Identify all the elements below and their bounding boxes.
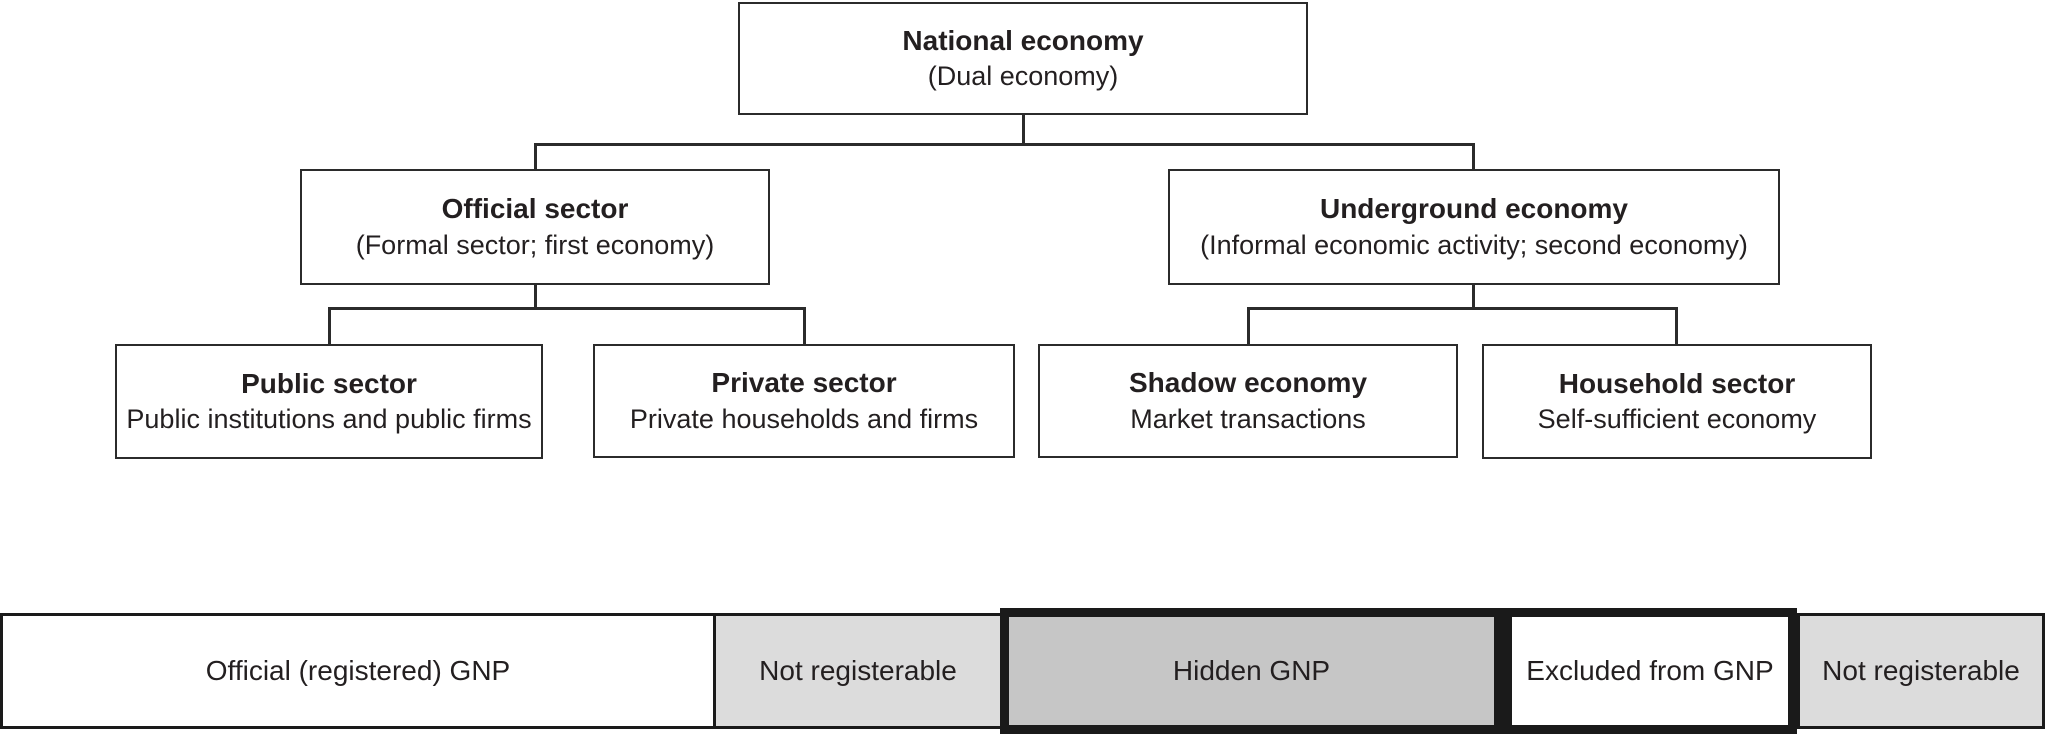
connector-drop-shadow [1247,307,1250,345]
node-public-sector: Public sector Public institutions and pu… [115,344,543,459]
connector-drop-household [1675,307,1678,345]
node-subtitle: (Informal economic activity; second econ… [1200,229,1748,260]
node-title: Underground economy [1319,193,1628,225]
gnp-segment-not-registerable-right: Not registerable [1797,613,2045,729]
connector-root-stub [1022,115,1025,145]
node-title: Household sector [1558,367,1796,399]
gnp-segment-official-registered: Official (registered) GNP [0,613,716,729]
gnp-segment-excluded: Excluded from GNP [1503,608,1797,734]
connector-drop-private [803,307,806,345]
gnp-segment-label: Not registerable [759,655,957,686]
node-official-sector: Official sector (Formal sector; first ec… [300,169,770,285]
gnp-segment-not-registerable-left: Not registerable [713,613,1003,729]
node-household-sector: Household sector Self-sufficient economy [1482,344,1872,459]
connector-level1-drop-official [534,143,537,170]
node-national-economy: National economy (Dual economy) [738,2,1308,115]
gnp-segment-label: Official (registered) GNP [205,655,511,686]
node-subtitle: Private households and firms [629,403,979,434]
node-title: National economy [902,24,1144,56]
node-title: Shadow economy [1128,367,1368,399]
connector-level2-left-horizontal [328,307,806,310]
connector-level1-horizontal [534,143,1475,146]
node-subtitle: Public institutions and public firms [126,404,532,435]
connector-level1-drop-underground [1472,143,1475,170]
node-subtitle: (Formal sector; first economy) [355,229,715,260]
gnp-segment-label: Not registerable [1822,655,2020,686]
node-subtitle: Market transactions [1130,403,1366,434]
node-subtitle: (Dual economy) [927,61,1119,92]
connector-underground-stub [1472,284,1475,309]
gnp-segment-hidden: Hidden GNP [1000,608,1503,734]
connector-official-stub [534,284,537,309]
gnp-classification-bar: Official (registered) GNP Not registerab… [0,608,2045,734]
connector-drop-public [328,307,331,345]
gnp-segment-label: Hidden GNP [1172,655,1331,686]
node-title: Official sector [441,193,629,225]
node-underground-economy: Underground economy (Informal economic a… [1168,169,1780,285]
connector-level2-right-horizontal [1247,307,1678,310]
node-title: Private sector [711,367,897,399]
gnp-segment-label: Excluded from GNP [1526,655,1774,686]
node-private-sector: Private sector Private households and fi… [593,344,1015,458]
node-title: Public sector [241,367,417,399]
node-subtitle: Self-sufficient economy [1537,404,1817,435]
node-shadow-economy: Shadow economy Market transactions [1038,344,1458,458]
